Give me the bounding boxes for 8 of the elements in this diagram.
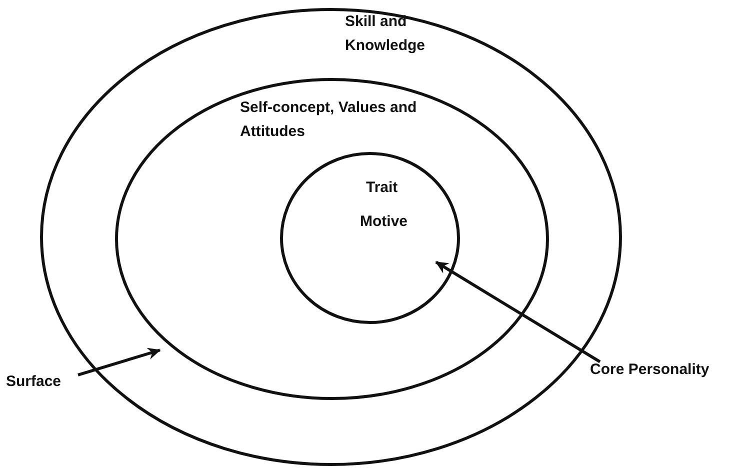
- ring-label: Motive: [360, 212, 409, 232]
- ring-label: Trait: [366, 178, 399, 198]
- ring-label: Skill and Knowledge: [345, 12, 426, 56]
- callout-label: Surface: [6, 372, 62, 392]
- arrow: [435, 260, 601, 364]
- ring-label: Self-concept, Values and Attitudes: [240, 98, 418, 142]
- arrow: [78, 348, 161, 376]
- callout-label: Core Personality: [590, 360, 710, 380]
